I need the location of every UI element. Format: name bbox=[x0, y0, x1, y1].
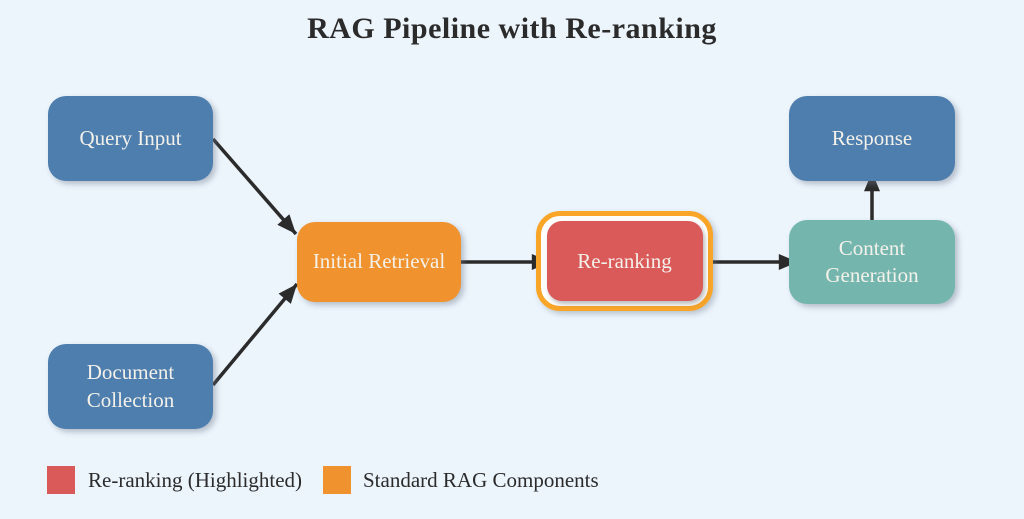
node-re-ranking-label: Re-ranking bbox=[577, 248, 672, 273]
node-response-label: Response bbox=[831, 125, 913, 150]
node-re-ranking: Re-ranking bbox=[546, 221, 703, 301]
legend-label-re-ranking: Re-ranking (Highlighted) bbox=[88, 468, 303, 492]
diagram-title: RAG Pipeline with Re-ranking bbox=[307, 12, 717, 45]
node-document-collection-label: Document Collection bbox=[86, 360, 175, 412]
arrow-document-collection-to-initial-retrieval bbox=[211, 282, 299, 387]
legend-swatch-re-ranking bbox=[47, 466, 75, 494]
legend-label-standard-rag: Standard RAG Components bbox=[363, 468, 599, 492]
node-query-input-label: Query Input bbox=[79, 125, 182, 150]
re-ranking-highlight-ring: Re-ranking bbox=[536, 211, 713, 311]
node-initial-retrieval-label: Initial Retrieval bbox=[312, 249, 446, 274]
node-content-generation: Content Generation bbox=[789, 220, 955, 304]
node-query-input: Query Input bbox=[48, 96, 213, 181]
node-content-generation-label: Content Generation bbox=[825, 235, 919, 287]
arrow-query-input-to-initial-retrieval bbox=[211, 137, 298, 236]
legend-swatch-standard-rag bbox=[323, 466, 351, 494]
node-initial-retrieval: Initial Retrieval bbox=[297, 222, 461, 302]
node-document-collection: Document Collection bbox=[48, 344, 213, 429]
node-response: Response bbox=[789, 96, 955, 181]
